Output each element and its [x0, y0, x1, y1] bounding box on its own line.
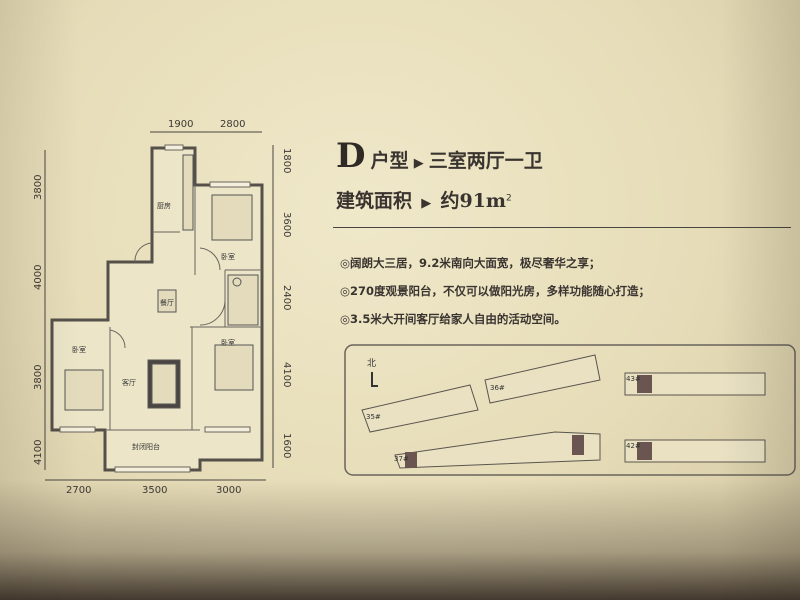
building-label-43: 43#: [626, 375, 641, 383]
north-label: 北: [367, 359, 377, 369]
building-label-42: 42#: [626, 442, 641, 450]
building-36: [484, 354, 601, 404]
building-35: [361, 384, 479, 433]
building-37: [394, 431, 601, 469]
building-label-37: 37#: [394, 455, 409, 463]
building-label-35: 35#: [366, 413, 381, 421]
north-arrow-icon: [371, 372, 378, 387]
building-label-36: 36#: [490, 384, 505, 392]
